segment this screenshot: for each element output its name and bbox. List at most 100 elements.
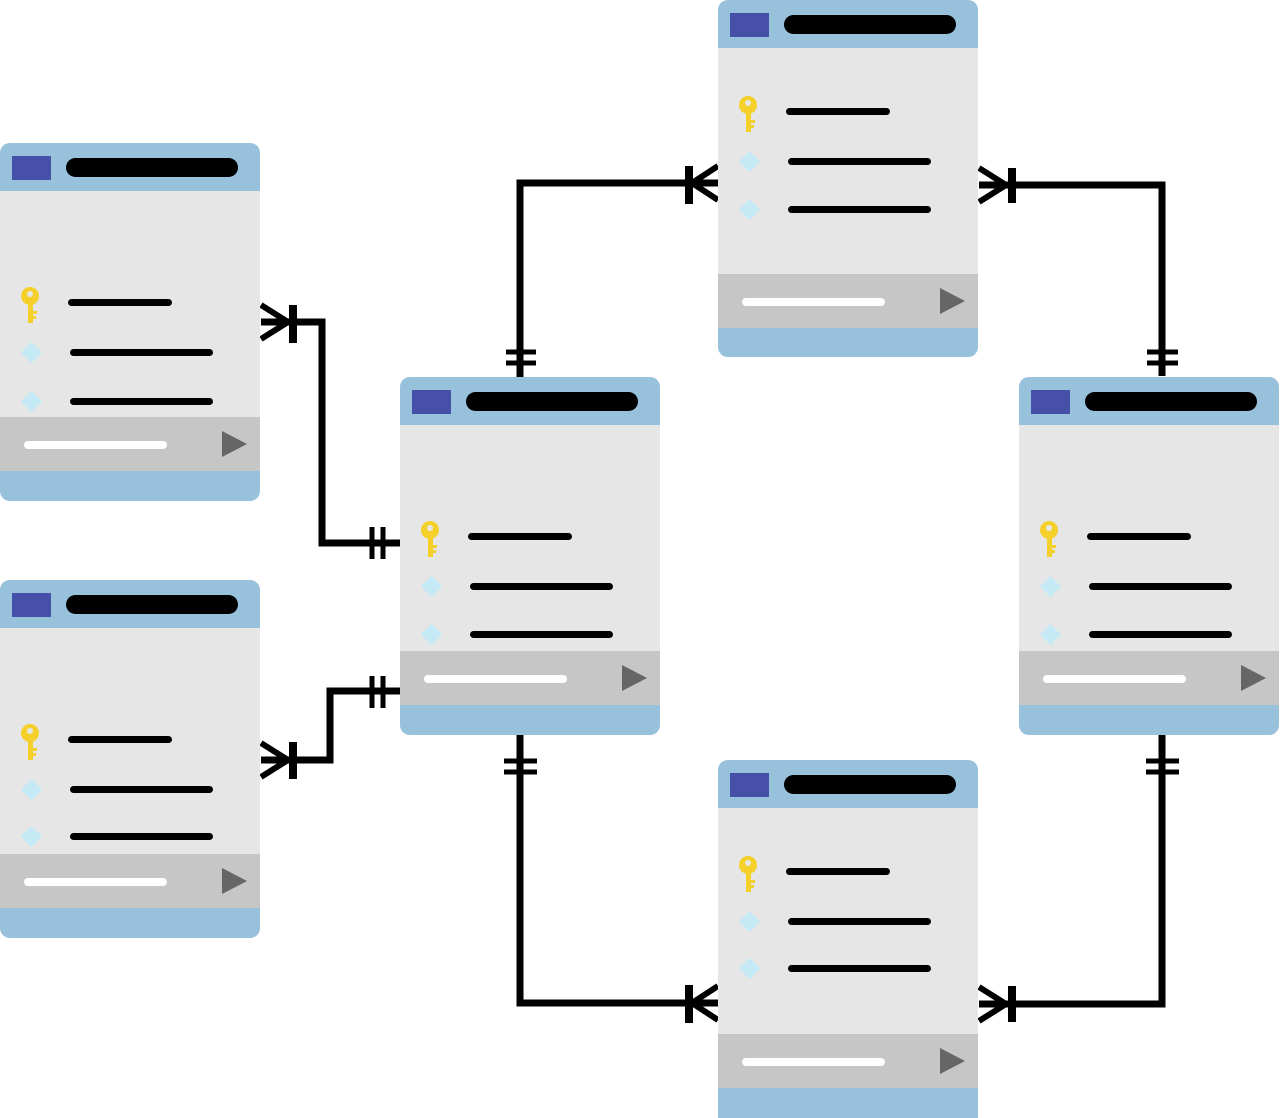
table-header bbox=[718, 0, 978, 48]
attribute-field-row bbox=[718, 148, 978, 180]
diamond-icon bbox=[420, 575, 443, 598]
field-name-placeholder bbox=[470, 631, 613, 638]
field-list bbox=[718, 48, 978, 274]
table-title-placeholder bbox=[466, 392, 638, 411]
play-icon[interactable] bbox=[940, 1048, 965, 1074]
entity-table-left-bottom bbox=[0, 580, 260, 938]
field-name-placeholder bbox=[1089, 631, 1232, 638]
table-header bbox=[0, 580, 260, 628]
key-field-row bbox=[718, 856, 978, 892]
table-title-placeholder bbox=[784, 15, 956, 34]
entity-table-right bbox=[1019, 377, 1279, 735]
rel-right-top bbox=[979, 181, 1166, 376]
table-footer bbox=[400, 651, 660, 705]
diamond-icon bbox=[420, 623, 443, 646]
play-icon[interactable] bbox=[940, 288, 965, 314]
table-bottom-bar bbox=[0, 908, 260, 938]
key-field-row bbox=[1019, 521, 1279, 557]
diamond-icon bbox=[738, 150, 761, 173]
table-title-placeholder bbox=[66, 158, 238, 177]
footer-input[interactable] bbox=[24, 878, 167, 886]
crowfoot bbox=[259, 302, 294, 342]
table-footer bbox=[718, 274, 978, 328]
field-name-placeholder bbox=[470, 583, 613, 590]
play-icon[interactable] bbox=[222, 431, 247, 457]
entity-table-left-top bbox=[0, 143, 260, 501]
field-name-placeholder bbox=[70, 786, 213, 793]
field-name-placeholder bbox=[468, 533, 572, 540]
field-name-placeholder bbox=[786, 108, 890, 115]
footer-input[interactable] bbox=[24, 441, 167, 449]
table-bottom-bar bbox=[0, 471, 260, 501]
field-name-placeholder bbox=[1089, 583, 1232, 590]
footer-input[interactable] bbox=[742, 1058, 885, 1066]
field-name-placeholder bbox=[788, 965, 931, 972]
table-header bbox=[0, 143, 260, 191]
key-icon bbox=[21, 287, 39, 323]
table-bottom-bar bbox=[718, 328, 978, 357]
attribute-field-row bbox=[1019, 621, 1279, 653]
entity-table-center bbox=[400, 377, 660, 735]
crowfoot bbox=[977, 165, 1012, 205]
field-name-placeholder bbox=[788, 918, 931, 925]
crowfoot bbox=[977, 984, 1012, 1024]
crowfoot bbox=[259, 740, 294, 780]
table-header bbox=[718, 760, 978, 808]
table-title-placeholder bbox=[66, 595, 238, 614]
rel-right-bottom bbox=[979, 735, 1166, 1008]
field-name-placeholder bbox=[786, 868, 890, 875]
field-name-placeholder bbox=[70, 833, 213, 840]
key-field-row bbox=[0, 724, 260, 760]
table-icon bbox=[730, 773, 769, 797]
attribute-field-row bbox=[0, 339, 260, 371]
field-name-placeholder bbox=[1087, 533, 1191, 540]
diamond-icon bbox=[20, 825, 43, 848]
rel-center-top bbox=[516, 179, 718, 377]
field-name-placeholder bbox=[788, 158, 931, 165]
footer-input[interactable] bbox=[1043, 675, 1186, 683]
key-field-row bbox=[718, 96, 978, 132]
crowfoot bbox=[686, 163, 720, 203]
key-icon bbox=[21, 724, 39, 760]
table-header bbox=[1019, 377, 1279, 425]
table-title-placeholder bbox=[1085, 392, 1257, 411]
diamond-icon bbox=[20, 341, 43, 364]
key-field-row bbox=[400, 521, 660, 557]
table-header bbox=[400, 377, 660, 425]
field-name-placeholder bbox=[68, 736, 172, 743]
attribute-field-row bbox=[718, 196, 978, 228]
crowfoot bbox=[686, 983, 720, 1023]
field-name-placeholder bbox=[788, 206, 931, 213]
field-name-placeholder bbox=[70, 398, 213, 405]
attribute-field-row bbox=[718, 955, 978, 987]
table-bottom-bar bbox=[1019, 705, 1279, 735]
diamond-icon bbox=[1039, 623, 1062, 646]
attribute-field-row bbox=[400, 621, 660, 653]
key-field-row bbox=[0, 287, 260, 323]
diamond-icon bbox=[738, 957, 761, 980]
table-icon bbox=[730, 13, 769, 37]
key-icon bbox=[1040, 521, 1058, 557]
attribute-field-row bbox=[400, 573, 660, 605]
diamond-icon bbox=[1039, 575, 1062, 598]
entity-table-top bbox=[718, 0, 978, 357]
table-footer bbox=[0, 417, 260, 471]
footer-input[interactable] bbox=[424, 675, 567, 683]
rel-center-leftbottom bbox=[261, 687, 400, 764]
attribute-field-row bbox=[0, 776, 260, 808]
diamond-icon bbox=[20, 390, 43, 413]
diamond-icon bbox=[20, 778, 43, 801]
key-icon bbox=[421, 521, 439, 557]
table-bottom-bar bbox=[718, 1088, 978, 1118]
field-list bbox=[0, 628, 260, 854]
table-icon bbox=[12, 593, 51, 617]
play-icon[interactable] bbox=[622, 665, 647, 691]
attribute-field-row bbox=[1019, 573, 1279, 605]
table-footer bbox=[1019, 651, 1279, 705]
field-list bbox=[718, 808, 978, 1034]
footer-input[interactable] bbox=[742, 298, 885, 306]
diamond-icon bbox=[738, 198, 761, 221]
play-icon[interactable] bbox=[1241, 665, 1266, 691]
play-icon[interactable] bbox=[222, 868, 247, 894]
